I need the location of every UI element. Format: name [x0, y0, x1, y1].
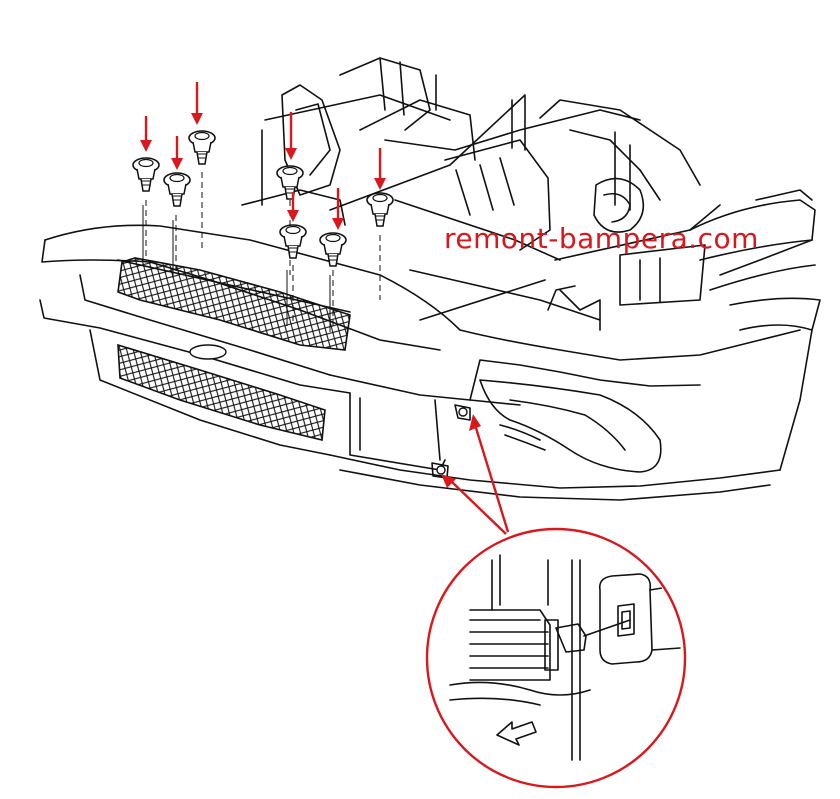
push-pin-icon	[319, 232, 347, 267]
push-pin-icon	[366, 192, 394, 227]
red-arrow-icon	[191, 82, 203, 125]
fastener-arrows	[140, 82, 386, 230]
detail-view	[425, 527, 687, 789]
red-arrow-icon	[374, 148, 386, 190]
red-arrow-icon	[287, 192, 299, 222]
red-arrow-icon	[332, 188, 344, 230]
bumper-fascia	[39, 224, 801, 501]
right-fender	[689, 189, 821, 401]
push-pin-icon	[132, 157, 160, 192]
push-pin-icon	[163, 172, 191, 207]
engine-bay-structure	[241, 57, 721, 331]
red-arrow-icon	[171, 136, 183, 170]
watermark-text: remont-bampera.com	[444, 222, 759, 255]
red-arrow-icon	[285, 112, 297, 160]
fastener-guide-lines	[142, 172, 381, 332]
lower-grille	[117, 343, 326, 441]
release-direction-arrow-icon	[496, 721, 537, 746]
push-pin-retainers	[132, 130, 394, 267]
upper-grille	[117, 257, 351, 351]
detail-leader-arrows	[441, 414, 510, 535]
push-pin-icon	[188, 130, 216, 165]
push-pin-icon	[279, 224, 307, 259]
red-arrow-icon	[140, 116, 152, 152]
